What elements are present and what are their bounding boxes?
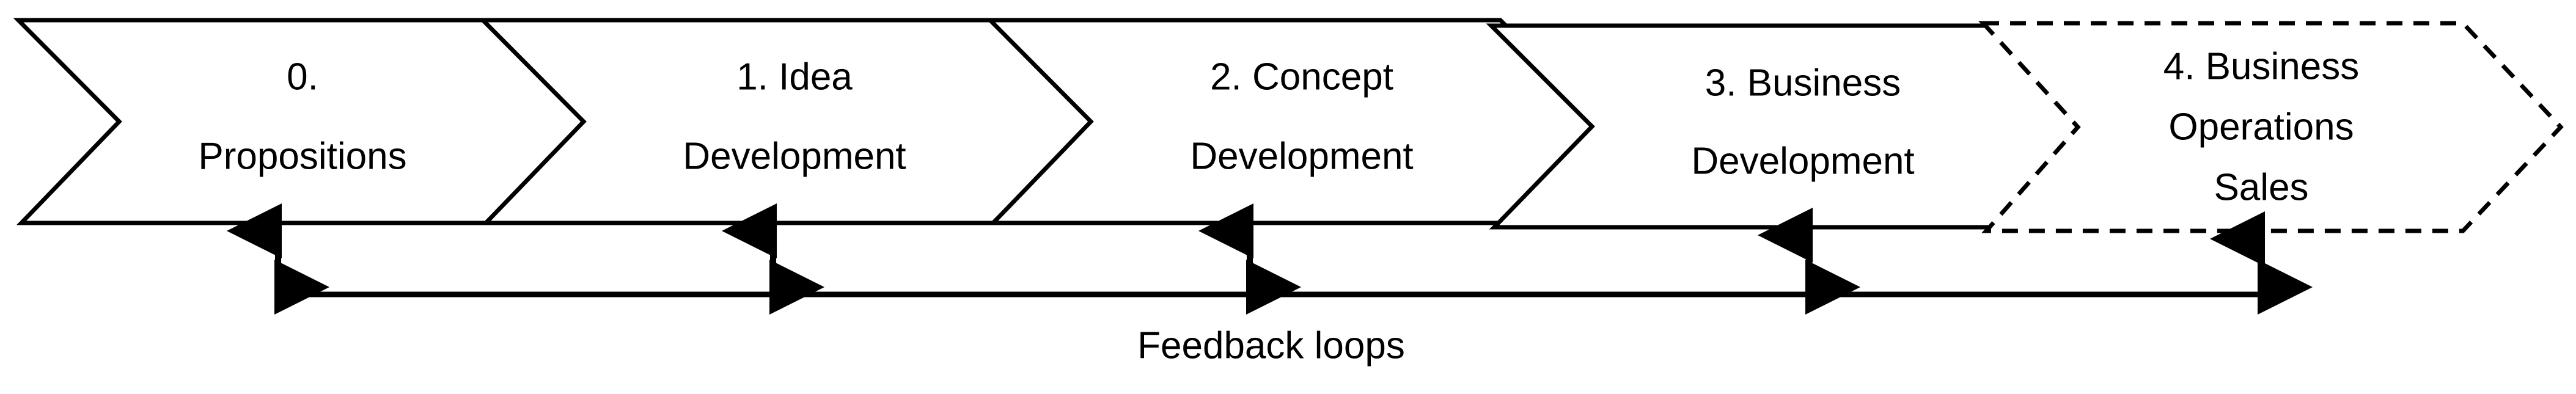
stage-label-4-line-2: Sales — [2214, 166, 2308, 208]
stage-label-4-line-1: Operations — [2168, 106, 2354, 148]
stage-label-3-line-0: 3. Business — [1705, 62, 1901, 104]
stage-chevron-4[interactable]: 4. Business Operations Sales — [1978, 21, 2564, 233]
stage-label-0-line-0: 0. — [287, 56, 318, 98]
stage-label-1-line-1: Development — [683, 135, 906, 177]
chevron-shape-4-dashed — [1978, 21, 2564, 233]
stage-label-3-line-1: Development — [1691, 140, 1914, 182]
stage-label-0-line-1: Propositions — [198, 135, 406, 177]
stage-chevron-2[interactable]: 2. Concept Development — [985, 18, 1604, 225]
stage-label-2-line-1: Development — [1190, 135, 1413, 177]
stage-label-2-line-0: 2. Concept — [1210, 56, 1393, 98]
stage-label-1-line-0: 1. Idea — [736, 56, 853, 98]
feedback-loops-label: Feedback loops — [1137, 324, 1405, 367]
stage-chevron-0[interactable]: 0. Propositions — [13, 18, 590, 225]
stage-chevron-3[interactable]: 3. Business Development — [1486, 23, 2105, 230]
chevron-shape-0 — [13, 18, 590, 225]
feedback-connectors — [227, 203, 2313, 315]
stage-label-4-line-0: 4. Business — [2163, 45, 2360, 87]
